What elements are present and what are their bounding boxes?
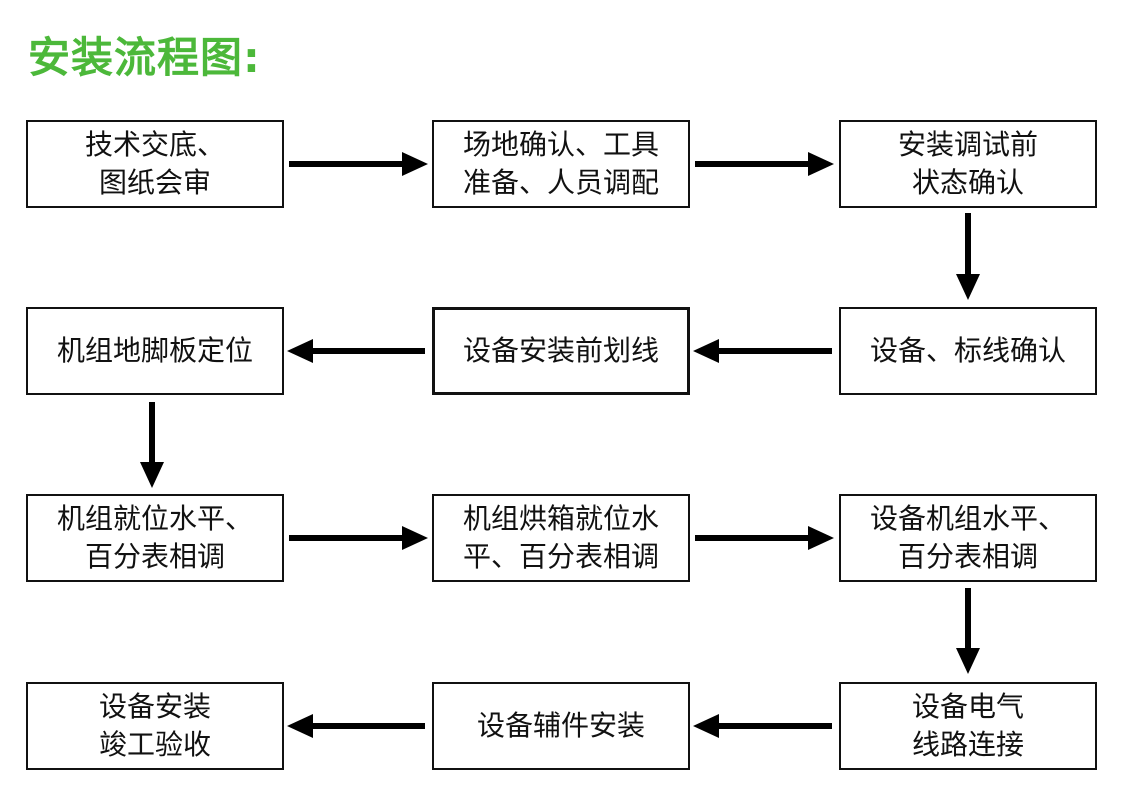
step-9-label: 设备机组水平、 百分表相调 xyxy=(869,502,1066,573)
step-10-label: 设备电气 线路连接 xyxy=(911,690,1024,761)
step-5-label: 设备安装前划线 xyxy=(462,334,659,367)
step-9-box: 设备机组水平、 百分表相调 xyxy=(839,494,1097,582)
step-12-box: 设备安装 竣工验收 xyxy=(26,682,284,770)
step-11-label: 设备辅件安装 xyxy=(476,709,645,742)
step-7-label: 机组就位水平、 百分表相调 xyxy=(56,502,253,573)
step-8-label: 机组烘箱就位水 平、百分表相调 xyxy=(462,502,659,573)
step-4-box: 设备、标线确认 xyxy=(839,307,1097,395)
arrow-10-to-11 xyxy=(693,714,832,738)
step-5-box: 设备安装前划线 xyxy=(432,307,690,395)
step-4-label: 设备、标线确认 xyxy=(869,334,1066,367)
arrow-9-to-10 xyxy=(956,588,980,674)
step-6-label: 机组地脚板定位 xyxy=(56,334,253,367)
arrow-11-to-12 xyxy=(287,714,425,738)
arrow-2-to-3 xyxy=(695,152,834,176)
step-3-box: 安装调试前 状态确认 xyxy=(839,120,1097,208)
step-2-label: 场地确认、工具 准备、人员调配 xyxy=(462,128,659,199)
arrow-8-to-9 xyxy=(695,526,834,550)
step-1-box: 技术交底、 图纸会审 xyxy=(26,120,284,208)
step-10-box: 设备电气 线路连接 xyxy=(839,682,1097,770)
arrow-5-to-6 xyxy=(287,339,425,363)
step-8-box: 机组烘箱就位水 平、百分表相调 xyxy=(432,494,690,582)
arrow-3-to-4 xyxy=(956,213,980,300)
step-11-box: 设备辅件安装 xyxy=(432,682,690,770)
arrow-7-to-8 xyxy=(289,526,428,550)
step-3-label: 安装调试前 状态确认 xyxy=(897,128,1038,199)
step-2-box: 场地确认、工具 准备、人员调配 xyxy=(432,120,690,208)
step-6-box: 机组地脚板定位 xyxy=(26,307,284,395)
arrow-1-to-2 xyxy=(289,152,428,176)
page-title: 安装流程图: xyxy=(28,33,261,82)
step-7-box: 机组就位水平、 百分表相调 xyxy=(26,494,284,582)
step-1-label: 技术交底、 图纸会审 xyxy=(84,128,225,199)
step-12-label: 设备安装 竣工验收 xyxy=(98,690,211,761)
arrow-6-to-7 xyxy=(140,402,164,488)
arrow-4-to-5 xyxy=(693,339,832,363)
